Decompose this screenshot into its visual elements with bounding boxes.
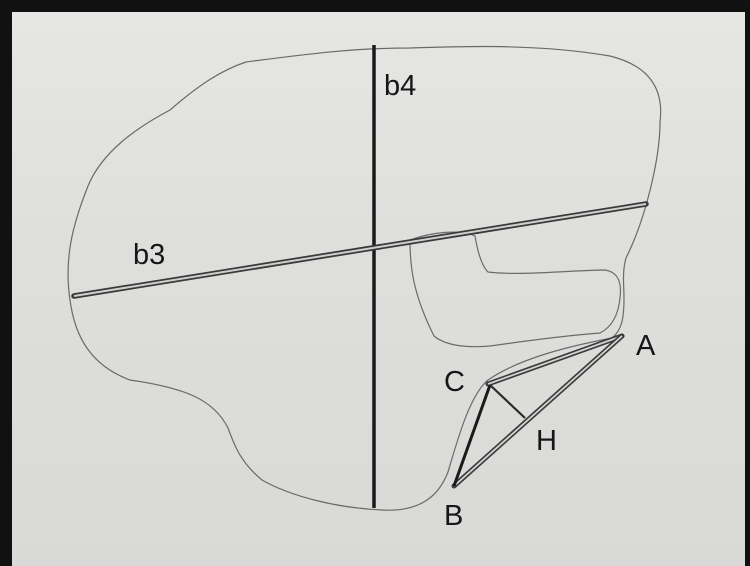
label-a: A: [636, 330, 656, 362]
line-c-h: [489, 384, 526, 419]
line-b-c: [452, 384, 492, 487]
line-a-c: [485, 333, 625, 387]
label-c: C: [444, 366, 465, 398]
line-a-b: [451, 333, 625, 489]
label-h: H: [536, 425, 557, 457]
label-b3: b3: [133, 239, 165, 271]
label-b4: b4: [384, 70, 416, 102]
label-b: B: [444, 500, 463, 532]
line-b3: [71, 201, 649, 299]
brain-outline: [67, 45, 662, 511]
inner-outline: [409, 231, 622, 348]
